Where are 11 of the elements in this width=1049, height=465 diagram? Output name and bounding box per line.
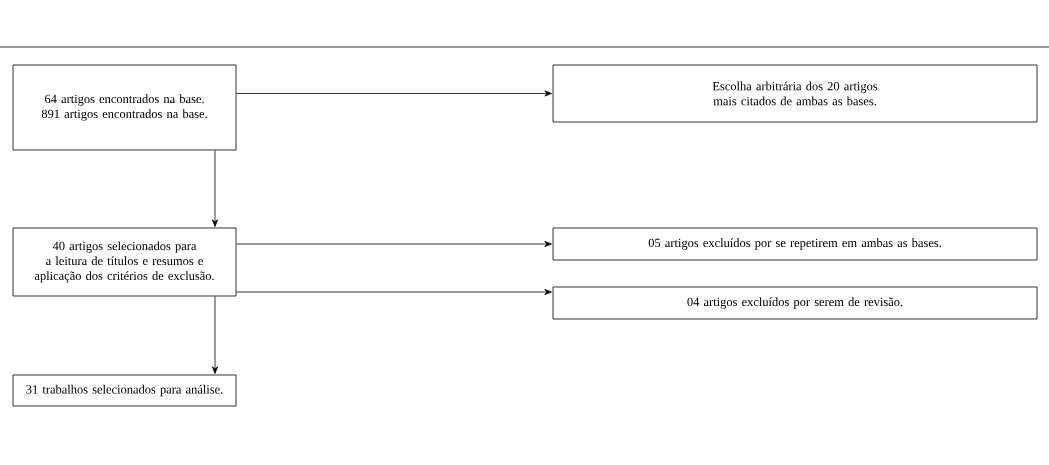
process-box: 40 artigos selecionados para a leitura de títulos e resumos e aplicação dos critérios de exclusão. (12, 227, 237, 297)
process-box: 05 artigos excluídos por se repetirem em ambas as bases. (552, 227, 1038, 261)
process-box: 31 trabalhos selecionados para análise. (12, 374, 237, 407)
arrow (236, 90, 552, 97)
process-box: Escolha arbitrária dos 20 artigos mais citados de ambas as bases. (552, 64, 1038, 123)
arrow (212, 150, 218, 227)
arrow (236, 289, 552, 295)
process-box: 04 artigos excluídos por serem de revisão. (552, 286, 1038, 320)
arrow (212, 296, 218, 374)
process-box: 64 artigos encontrados na base. 891 artigos encontrados na base. (12, 64, 237, 151)
arrow (236, 241, 552, 247)
